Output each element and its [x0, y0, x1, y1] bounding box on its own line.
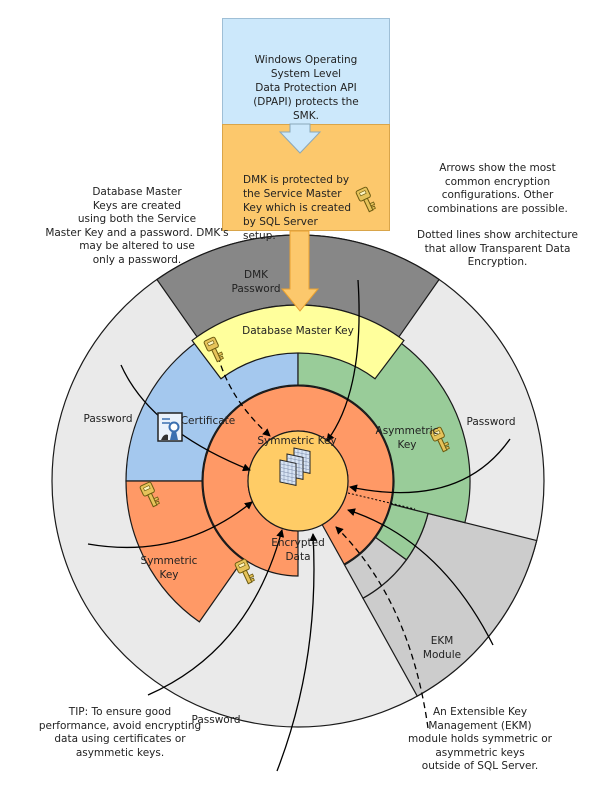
certificate-label: Certificate [181, 415, 236, 427]
symmetric-key-outer-sector [125, 480, 244, 623]
dpapi-box: Windows Operating System Level Data Prot… [222, 18, 390, 125]
encrypted-data-circle [247, 430, 349, 532]
dpapi-text: Windows Operating System Level Data Prot… [253, 54, 359, 122]
bottom-password-arrow-2 [276, 533, 318, 772]
service-master-key-icon [354, 186, 378, 214]
icons-layer [138, 336, 452, 586]
tde-dotted-line [347, 492, 416, 510]
ekm-arrow [347, 508, 494, 646]
database-master-key-label: Database Master Key [242, 325, 354, 337]
password-left-label: Password [83, 413, 132, 425]
symmetric-key-inner-label: Symmetric Key [257, 435, 336, 447]
arrows-note: Arrows show the most common encryption c… [427, 162, 568, 215]
ekm-dotted-arrow [335, 526, 429, 729]
certificate-icon [157, 412, 183, 442]
dmk-note: Database Master Keys are created using b… [45, 186, 229, 266]
ekm-note: An Extensible Key Management (EKM) modul… [408, 706, 552, 772]
smk-to-dmk-arrow [280, 230, 320, 312]
database-master-key-sector [191, 304, 405, 380]
password-bottom-label: Password [191, 714, 240, 726]
tip-note: TIP: To ensure good performance, avoid e… [38, 706, 202, 759]
bottom-password-arrow-1 [147, 529, 285, 696]
symmetric-password-arrow [87, 501, 253, 549]
asymmetric-password-arrow [349, 438, 511, 494]
ekm-module-inner-sector [343, 536, 408, 600]
dpapi-to-smk-arrow [278, 123, 322, 154]
smk-text: DMK is protected by the Service Master K… [243, 174, 352, 242]
dotted-lines-note: Dotted lines show architecture that allo… [417, 229, 578, 268]
encrypted-data-icon [279, 447, 311, 487]
password-right-label: Password [466, 416, 515, 428]
dmk-password-arrow [326, 279, 360, 442]
